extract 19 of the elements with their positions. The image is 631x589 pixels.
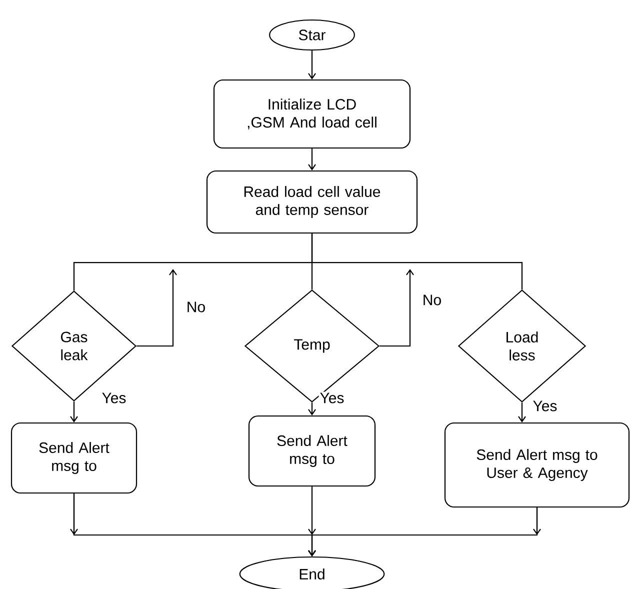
edge-label: No	[421, 294, 443, 306]
arrow	[308, 148, 316, 170]
edge-label: Yes	[318, 392, 346, 404]
start-oval: Star	[269, 19, 355, 51]
process-box: Send Alert msg to	[248, 415, 376, 487]
arrow	[70, 402, 78, 422]
connector-line	[311, 234, 523, 290]
process-box: Initialize LCD ,GSM And load cell	[213, 79, 411, 149]
arrow	[380, 269, 414, 347]
process-box: Send Alert msg to User & Agency	[444, 422, 630, 508]
process-box: Send Alert msg to	[10, 422, 138, 494]
arrow	[308, 508, 541, 556]
arrow	[136, 269, 177, 347]
edge-label: No	[185, 300, 207, 314]
process-box: Read load cell value and temp sensor	[206, 170, 418, 234]
arrow	[308, 50, 316, 80]
arrow	[518, 402, 526, 422]
edge-label: Yes	[100, 392, 128, 404]
arrow	[308, 402, 316, 416]
